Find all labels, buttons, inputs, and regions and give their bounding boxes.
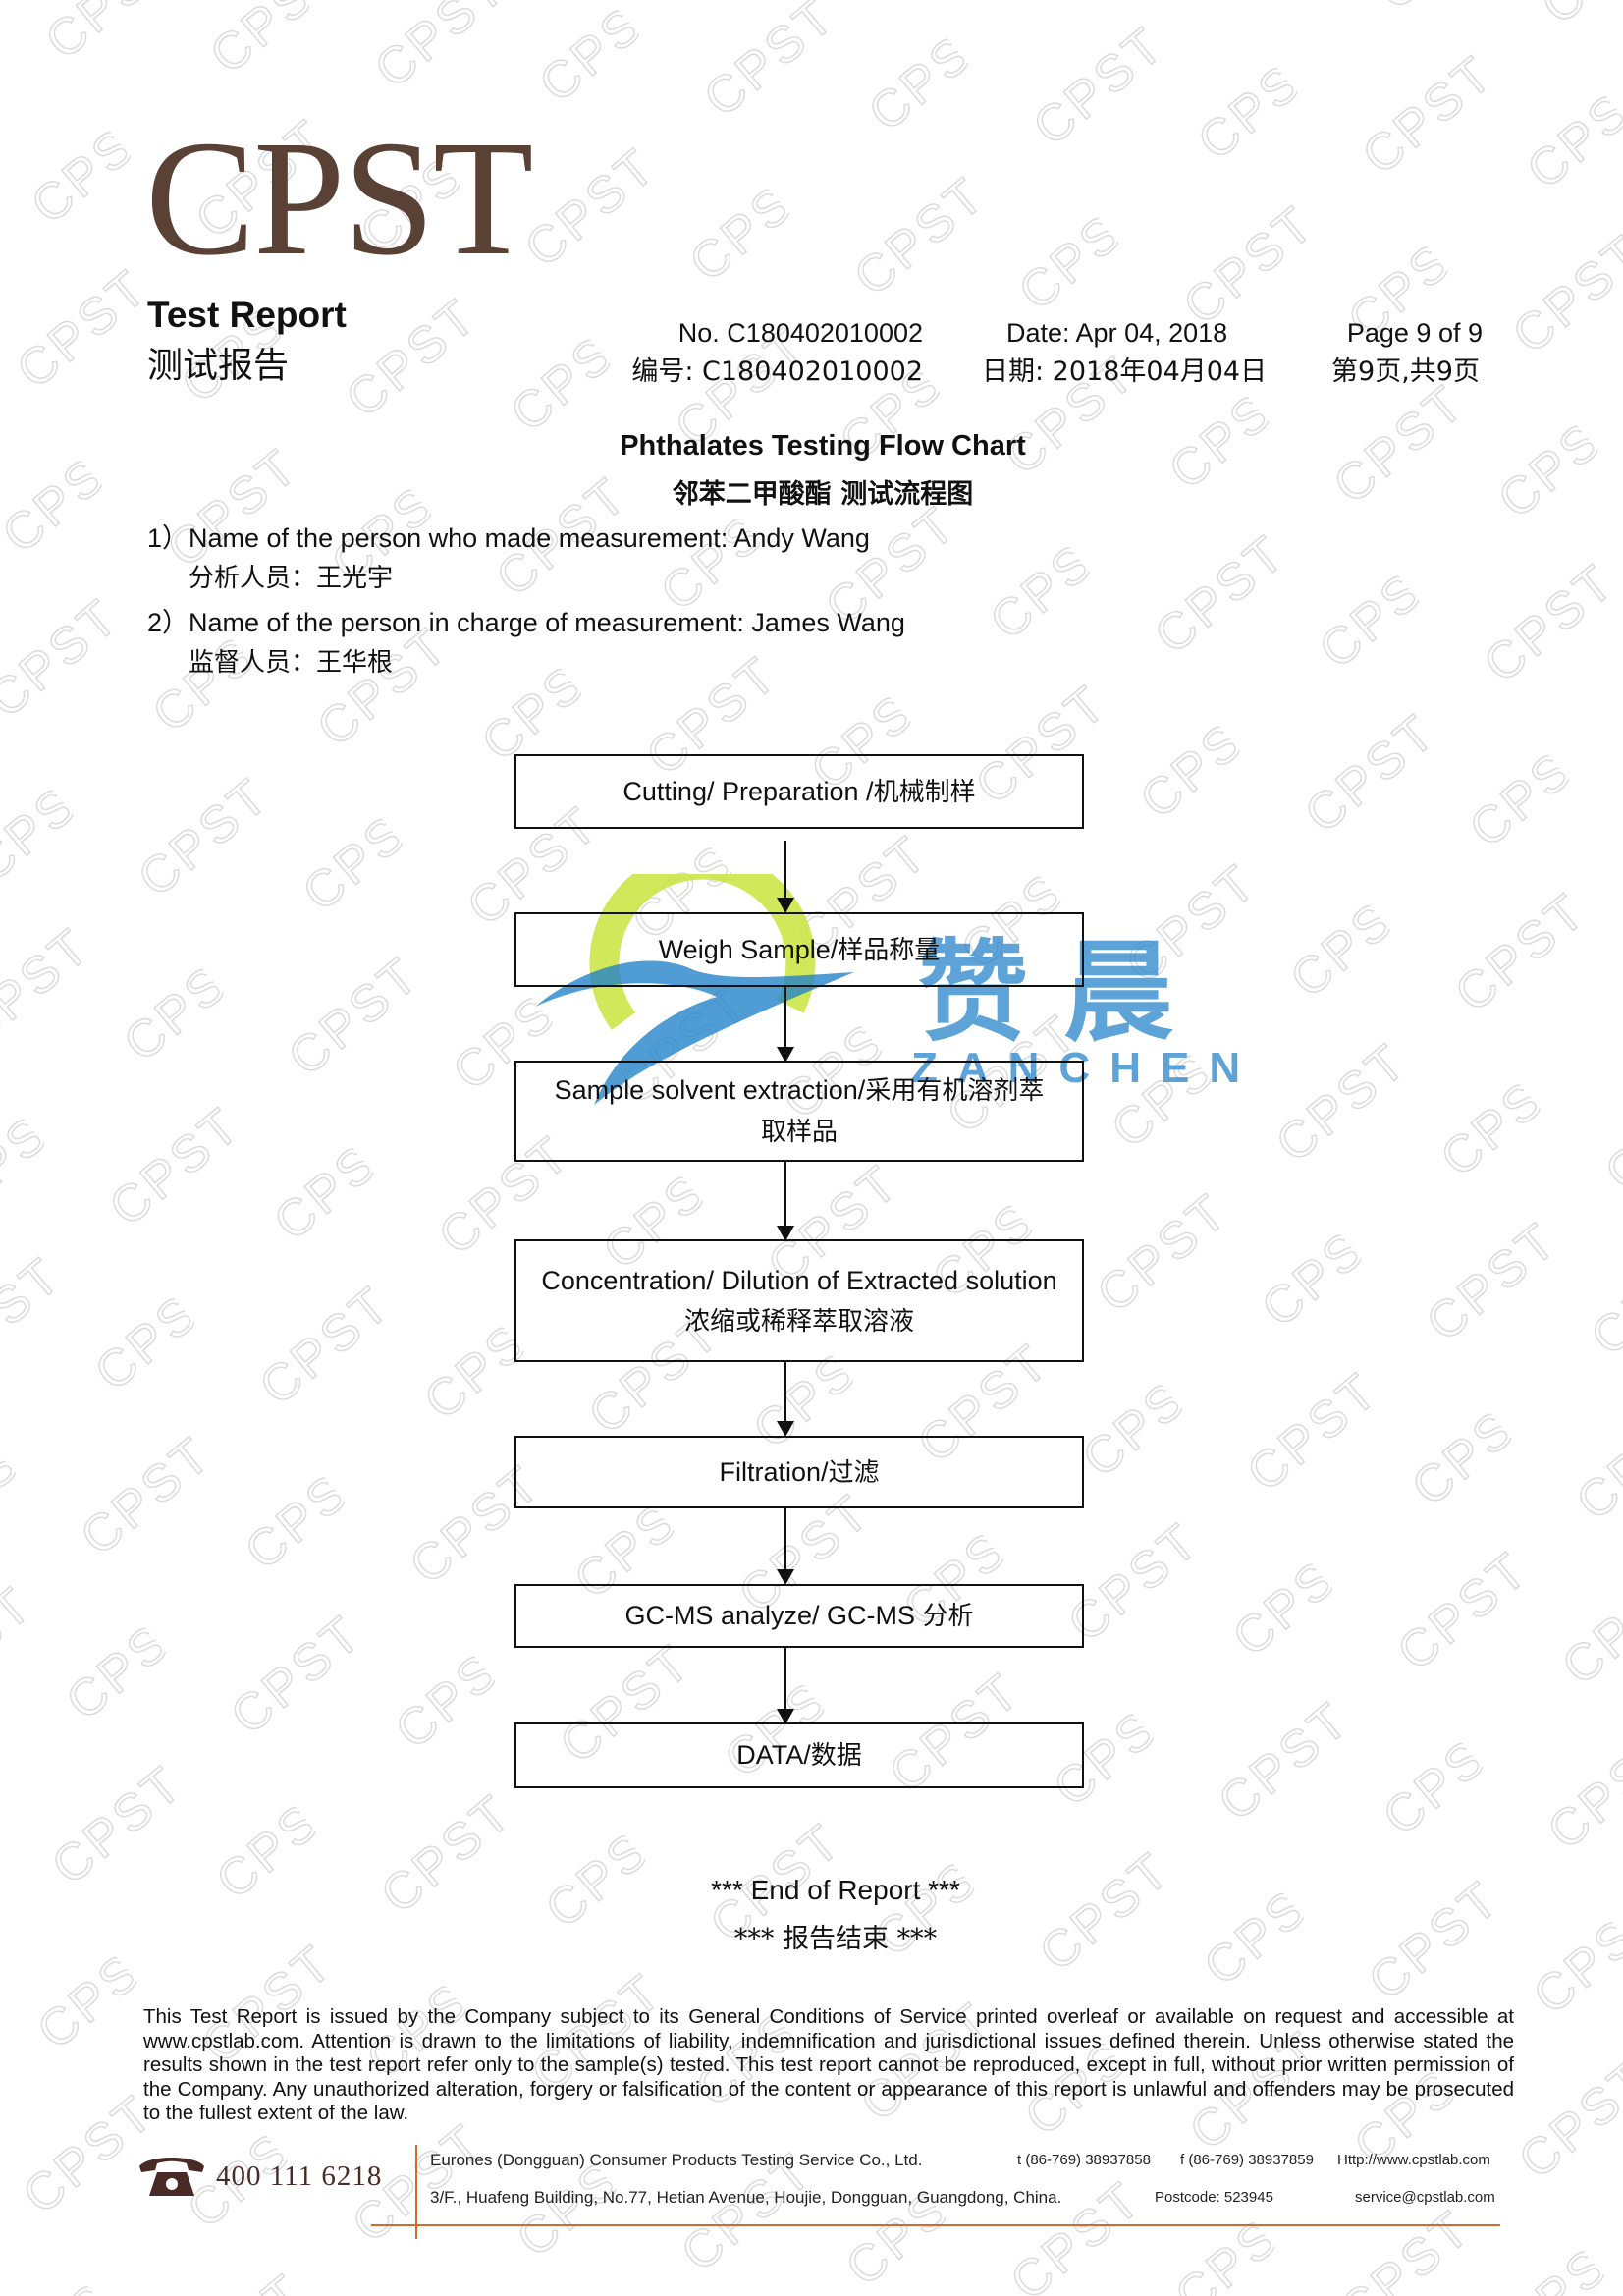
report-number: No. C180402010002 <box>677 318 923 348</box>
flow-step-label-cn: 浓缩或稀释萃取溶液 <box>683 1306 914 1337</box>
flow-arrow <box>777 841 794 913</box>
page-indicator-cn: 第9页,共9页 <box>1331 356 1480 387</box>
flow-step-label-cn: 样品称量 <box>838 935 941 965</box>
flow-arrow <box>777 1362 794 1437</box>
analyst-line: 1）Name of the person who made measuremen… <box>147 523 870 553</box>
report-number-cn: 编号: C180402010002 <box>631 356 923 387</box>
company-postcode: Postcode: 523945 <box>1155 2189 1273 2206</box>
flow-chart-title-cn: 邻苯二甲酸酯 测试流程图 <box>672 479 974 510</box>
flow-step-label-cn: 取样品 <box>760 1118 838 1147</box>
report-title: Test Report <box>147 295 347 335</box>
flow-step-label-cn: 机械制样 <box>873 777 976 807</box>
flow-step-label: DATA/ <box>736 1740 811 1770</box>
cpst-logo: CPST <box>145 107 534 290</box>
company-address: 3/F., Huafeng Building, No.77, Hetian Av… <box>430 2188 1062 2207</box>
end-of-report: *** End of Report *** <box>711 1875 960 1905</box>
company-website[interactable]: Http://www.cpstlab.com <box>1337 2152 1490 2168</box>
flow-chart-title: Phthalates Testing Flow Chart <box>620 430 1026 462</box>
page-indicator: Page 9 of 9 <box>1346 318 1483 348</box>
flow-step-weigh: Weigh Sample/样品称量 <box>514 912 1084 987</box>
flow-step-label: Sample solvent extraction/ <box>554 1075 866 1105</box>
supervisor-line-cn: 监督人员：王华根 <box>189 648 394 678</box>
company-phone: t (86-769) 38937858 <box>1017 2152 1151 2168</box>
flow-step-gcms: GC-MS analyze/ GC-MS 分析 <box>514 1584 1084 1648</box>
supervisor-line: 2）Name of the person in charge of measur… <box>147 608 905 637</box>
flow-step-concentration: Concentration/ Dilution of Extracted sol… <box>514 1239 1084 1362</box>
flow-arrow <box>777 987 794 1063</box>
flow-step-label-cn: 分析 <box>922 1602 974 1631</box>
company-fax: f (86-769) 38937859 <box>1180 2152 1314 2168</box>
company-email[interactable]: service@cpstlab.com <box>1355 2189 1495 2206</box>
company-name: Eurones (Dongguan) Consumer Products Tes… <box>430 2151 923 2169</box>
flow-arrow <box>777 1162 794 1241</box>
flow-step-label-cn: 采用有机溶剂萃 <box>865 1076 1045 1106</box>
telephone-icon <box>139 2158 204 2196</box>
flow-step-filtration: Filtration/过滤 <box>514 1436 1084 1508</box>
hotline-number: 400 111 6218 <box>216 2159 383 2192</box>
flow-step-label: Weigh Sample/ <box>658 934 839 964</box>
analyst-line-cn: 分析人员：王光宇 <box>189 564 394 593</box>
report-title-cn: 测试报告 <box>147 346 290 386</box>
flow-step-label: Filtration/ <box>719 1456 829 1487</box>
flow-step-extraction: Sample solvent extraction/采用有机溶剂萃 取样品 <box>514 1061 1084 1162</box>
report-date-cn: 日期: 2018年04月04日 <box>982 356 1268 387</box>
end-of-report-cn: *** 报告结束 *** <box>733 1924 938 1954</box>
flow-step-label: Concentration/ Dilution of Extracted sol… <box>541 1265 1057 1295</box>
flow-step-label: GC-MS analyze/ GC-MS <box>624 1601 923 1630</box>
footer-rule <box>371 2224 1500 2226</box>
flow-step-data: DATA/数据 <box>514 1722 1084 1788</box>
hotline: 400 111 6218 <box>137 2153 382 2200</box>
flow-step-label-cn: 数据 <box>810 1741 862 1771</box>
flow-arrow <box>777 1508 794 1585</box>
report-date: Date: Apr 04, 2018 <box>1006 318 1228 348</box>
flow-step-cutting: Cutting/ Preparation /机械制样 <box>514 754 1084 829</box>
flow-arrow <box>777 1648 794 1724</box>
disclaimer-text: This Test Report is issued by the Compan… <box>143 2005 1514 2124</box>
flow-step-label-cn: 过滤 <box>828 1457 880 1488</box>
flow-step-label: Cutting/ Preparation / <box>622 776 874 806</box>
